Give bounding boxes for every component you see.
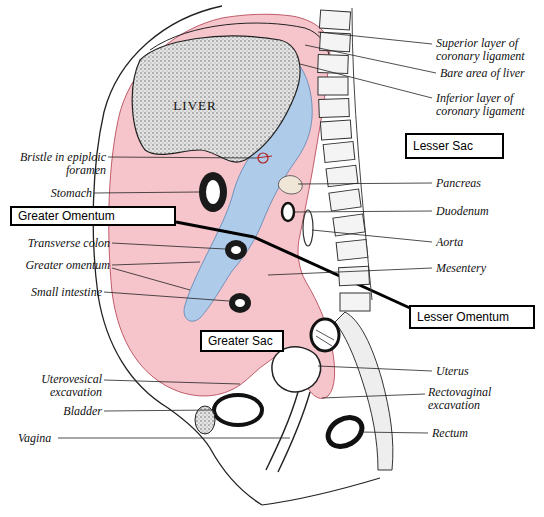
- anatomy-label: Inferior layer of coronary ligament: [436, 92, 541, 118]
- anatomy-label: Uterovesical excavation: [15, 373, 102, 399]
- uterus: [272, 347, 321, 392]
- hatching: [316, 330, 334, 340]
- leader-line: [108, 157, 256, 158]
- vertebra: [319, 98, 350, 117]
- diaphragm: [150, 23, 330, 60]
- box-label: Lesser Omentum: [417, 310, 527, 324]
- anatomy-label: Bare area of liver: [440, 67, 525, 80]
- vertebra: [336, 239, 368, 260]
- anatomy-label: Duodenum: [436, 205, 489, 218]
- vertebra: [323, 141, 355, 162]
- stomach-lumen: [206, 180, 220, 204]
- anatomy-label: Greater omentum: [0, 259, 110, 272]
- leader-line: [318, 32, 432, 44]
- leader-line: [94, 192, 199, 193]
- anatomy-label: Small intestine: [0, 286, 102, 299]
- omentum-pointer: [176, 222, 254, 237]
- small-intestine-wall: [229, 293, 251, 313]
- perineum-outline: [262, 478, 380, 505]
- callout-box: Lesser Omentum: [409, 305, 535, 329]
- vagina-wall: [266, 392, 298, 470]
- anatomy-label: Rectum: [432, 427, 468, 440]
- vertebra: [320, 120, 351, 140]
- leader-line: [358, 432, 428, 433]
- pancreas: [278, 176, 302, 194]
- callout-box: Greater Sac: [200, 330, 284, 352]
- leader-line: [268, 268, 432, 275]
- vertebra: [318, 54, 349, 73]
- anatomy-label: Bladder: [0, 405, 102, 418]
- leader-line: [112, 268, 190, 290]
- box-label: Greater Omentum: [18, 209, 168, 223]
- vertebra: [340, 293, 370, 311]
- vertebra: [339, 266, 370, 286]
- bladder: [214, 395, 262, 425]
- aorta: [303, 210, 313, 246]
- leader-line: [112, 262, 200, 265]
- leader-line: [318, 366, 432, 371]
- anatomy-label: Vagina: [18, 432, 51, 445]
- leader-line: [104, 410, 214, 411]
- anatomy-label: Stomach: [0, 187, 92, 200]
- box-label: Greater Sac: [208, 334, 276, 348]
- vagina-wall: [278, 392, 310, 472]
- vertebra: [319, 10, 350, 30]
- bristle: [256, 156, 272, 158]
- hatching: [316, 336, 332, 346]
- callout-box: Greater Omentum: [10, 206, 176, 226]
- transverse-colon-wall: [225, 240, 247, 260]
- vertebra: [318, 77, 348, 95]
- leader-line: [104, 380, 240, 384]
- leader-line: [293, 211, 432, 212]
- leader-line: [104, 292, 229, 301]
- callout-box: Lesser Sac: [405, 133, 504, 159]
- anatomy-label: Superior layer of coronary ligament: [436, 37, 541, 63]
- duodenum: [282, 203, 294, 221]
- anatomy-label: LIVER: [160, 99, 230, 112]
- leader-line: [112, 243, 225, 249]
- anatomy-label: Mesentery: [436, 262, 486, 275]
- small-intestine-lumen: [235, 299, 245, 307]
- leader-line: [300, 64, 432, 98]
- box-label: Lesser Sac: [413, 139, 496, 153]
- leader-line: [305, 45, 436, 73]
- sigmoid-colon: [311, 319, 339, 351]
- anatomy-label: Pancreas: [436, 177, 481, 190]
- stomach-wall: [199, 172, 227, 212]
- transverse-colon-lumen: [231, 246, 241, 254]
- leader-line: [298, 183, 432, 184]
- anatomy-label: Aorta: [436, 236, 463, 249]
- vertebra: [329, 189, 361, 211]
- leader-line: [58, 438, 290, 439]
- leader-lines: [58, 32, 436, 438]
- anatomy-label: Rectovaginal excavation: [428, 386, 508, 412]
- anatomy-label: Bristle in epiploic foramen: [0, 151, 106, 177]
- leader-line: [312, 230, 432, 242]
- anatomy-label: Transverse colon: [0, 237, 110, 250]
- leader-line: [322, 394, 425, 398]
- liver: [132, 36, 300, 162]
- anatomy-label: Uterus: [436, 365, 469, 378]
